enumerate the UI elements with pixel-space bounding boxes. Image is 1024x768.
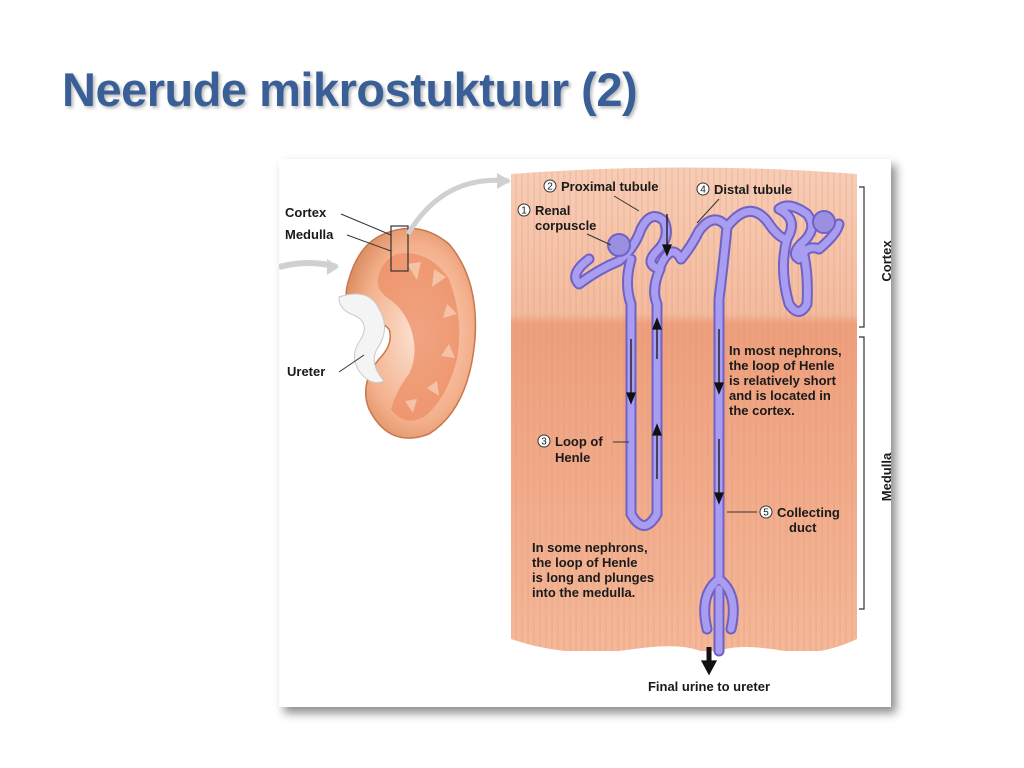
ureter-label: Ureter [287, 364, 325, 379]
tissue-block [511, 167, 857, 699]
nephron-tubules [570, 200, 845, 657]
svg-text:the loop of Henle: the loop of Henle [729, 358, 834, 373]
distal-tubule-label: Distal tubule [714, 182, 792, 197]
collecting-duct-label-line1: Collecting [777, 505, 840, 520]
kidney-cross-section [279, 173, 511, 439]
marker-4: 4 [700, 185, 706, 196]
loop-of-henle-label-line2: Henle [555, 450, 590, 465]
note-long-loop: In some nephrons, the loop of Henle is l… [532, 540, 654, 600]
svg-text:In some nephrons,: In some nephrons, [532, 540, 648, 555]
note-short-loop: In most nephrons, the loop of Henle is r… [729, 343, 842, 418]
svg-text:is long and plunges: is long and plunges [532, 570, 654, 585]
nephron-diagram-svg: Cortex Medulla Ureter [279, 167, 891, 699]
region-medulla-label: Medulla [879, 452, 891, 501]
svg-text:the loop of Henle: the loop of Henle [532, 555, 637, 570]
flow-arrows [626, 214, 724, 676]
renal-corpuscle-label-line2: corpuscle [535, 218, 596, 233]
medulla-label: Medulla [285, 227, 334, 242]
marker-3: 3 [541, 437, 547, 448]
cortex-label: Cortex [285, 205, 327, 220]
svg-text:In most nephrons,: In most nephrons, [729, 343, 842, 358]
svg-text:and is located in: and is located in [729, 388, 831, 403]
marker-5: 5 [763, 508, 769, 519]
svg-text:the cortex.: the cortex. [729, 403, 795, 418]
marker-2: 2 [547, 182, 553, 193]
region-cortex-label: Cortex [879, 240, 891, 282]
region-brackets [859, 186, 865, 610]
svg-text:is relatively short: is relatively short [729, 373, 837, 388]
proximal-tubule-label: Proximal tubule [561, 179, 659, 194]
loop-of-henle-label-line1: Loop of [555, 434, 603, 449]
renal-corpuscle-label-line1: Renal [535, 203, 570, 218]
svg-text:into the medulla.: into the medulla. [532, 585, 635, 600]
nephron-figure: Cortex Medulla Ureter [279, 159, 891, 707]
final-urine-label: Final urine to ureter [648, 679, 770, 694]
collecting-duct-label-line2: duct [789, 520, 817, 535]
slide-title: Neerude mikrostuktuur (2) [62, 63, 638, 116]
marker-1: 1 [521, 206, 527, 217]
